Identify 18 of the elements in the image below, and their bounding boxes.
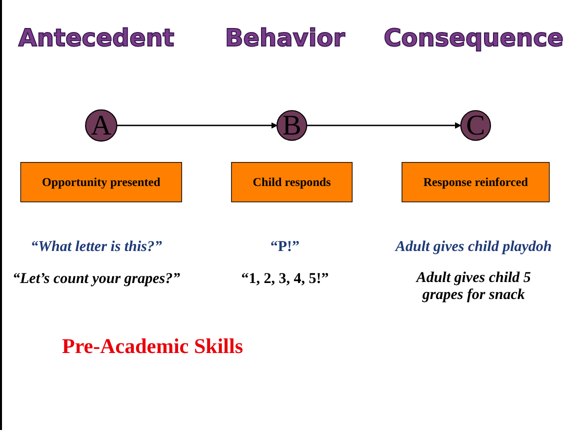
arrow [306, 122, 462, 129]
caption: Pre-Academic Skills [62, 334, 244, 359]
circle-node: A [85, 109, 118, 142]
example-text: “1, 2, 3, 4, 5!” [241, 271, 329, 287]
column-heading: Consequence [384, 24, 564, 52]
example-text: “Let’s count your grapes?” [12, 271, 180, 287]
label-box: Response reinforced [402, 162, 550, 202]
example-text: “P!” [270, 239, 300, 255]
arrow [116, 122, 278, 129]
circle-node: B [276, 109, 308, 142]
column-heading: Antecedent [18, 24, 174, 52]
example-text: Adult gives child 5 grapes for snack [414, 270, 532, 304]
example-text: Adult gives child playdoh [396, 239, 552, 255]
column-heading: Behavior [224, 24, 345, 52]
label-box: Child responds [231, 162, 353, 202]
circle-node: C [460, 109, 491, 142]
example-text: “What letter is this?” [30, 239, 162, 255]
label-box: Opportunity presented [20, 162, 182, 202]
